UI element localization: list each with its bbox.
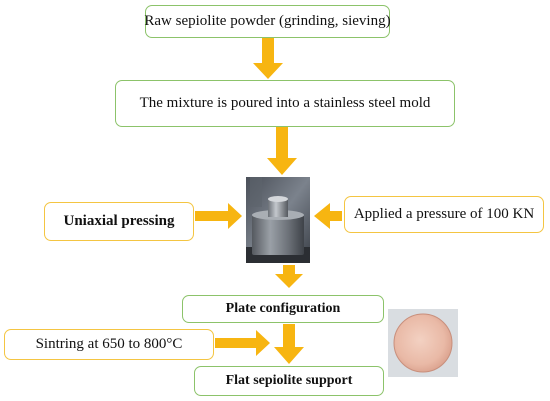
arrow-down-4 [274,324,304,364]
applied-pressure-label: Applied a pressure of 100 KN [353,206,535,222]
arrow-down-3 [275,265,303,288]
flat-support-label: Flat sepiolite support [225,373,353,388]
sintering-box: Sintring at 650 to 800°C [4,329,214,360]
flat-support-box: Flat sepiolite support [194,366,384,396]
uniaxial-pressing-label: Uniaxial pressing [63,213,175,229]
raw-powder-label: Raw sepiolite powder (grinding, sieving) [144,13,391,29]
uniaxial-pressing-box: Uniaxial pressing [44,202,194,241]
arrow-right-pressing [195,203,242,229]
plate-configuration-box: Plate configuration [182,295,384,323]
press-mold-photo [246,177,310,263]
arrow-left-pressure [314,203,342,229]
sintering-label: Sintring at 650 to 800°C [35,336,183,352]
raw-powder-box: Raw sepiolite powder (grinding, sieving) [144,5,391,38]
arrow-right-sintering [215,330,270,356]
mixture-mold-label: The mixture is poured into a stainless s… [139,95,431,111]
mixture-mold-box: The mixture is poured into a stainless s… [115,80,455,127]
arrow-down-1 [253,38,283,79]
plate-configuration-label: Plate configuration [225,301,341,316]
sepiolite-disc-photo [388,309,458,377]
arrow-down-2 [267,127,297,175]
applied-pressure-box: Applied a pressure of 100 KN [344,196,544,233]
